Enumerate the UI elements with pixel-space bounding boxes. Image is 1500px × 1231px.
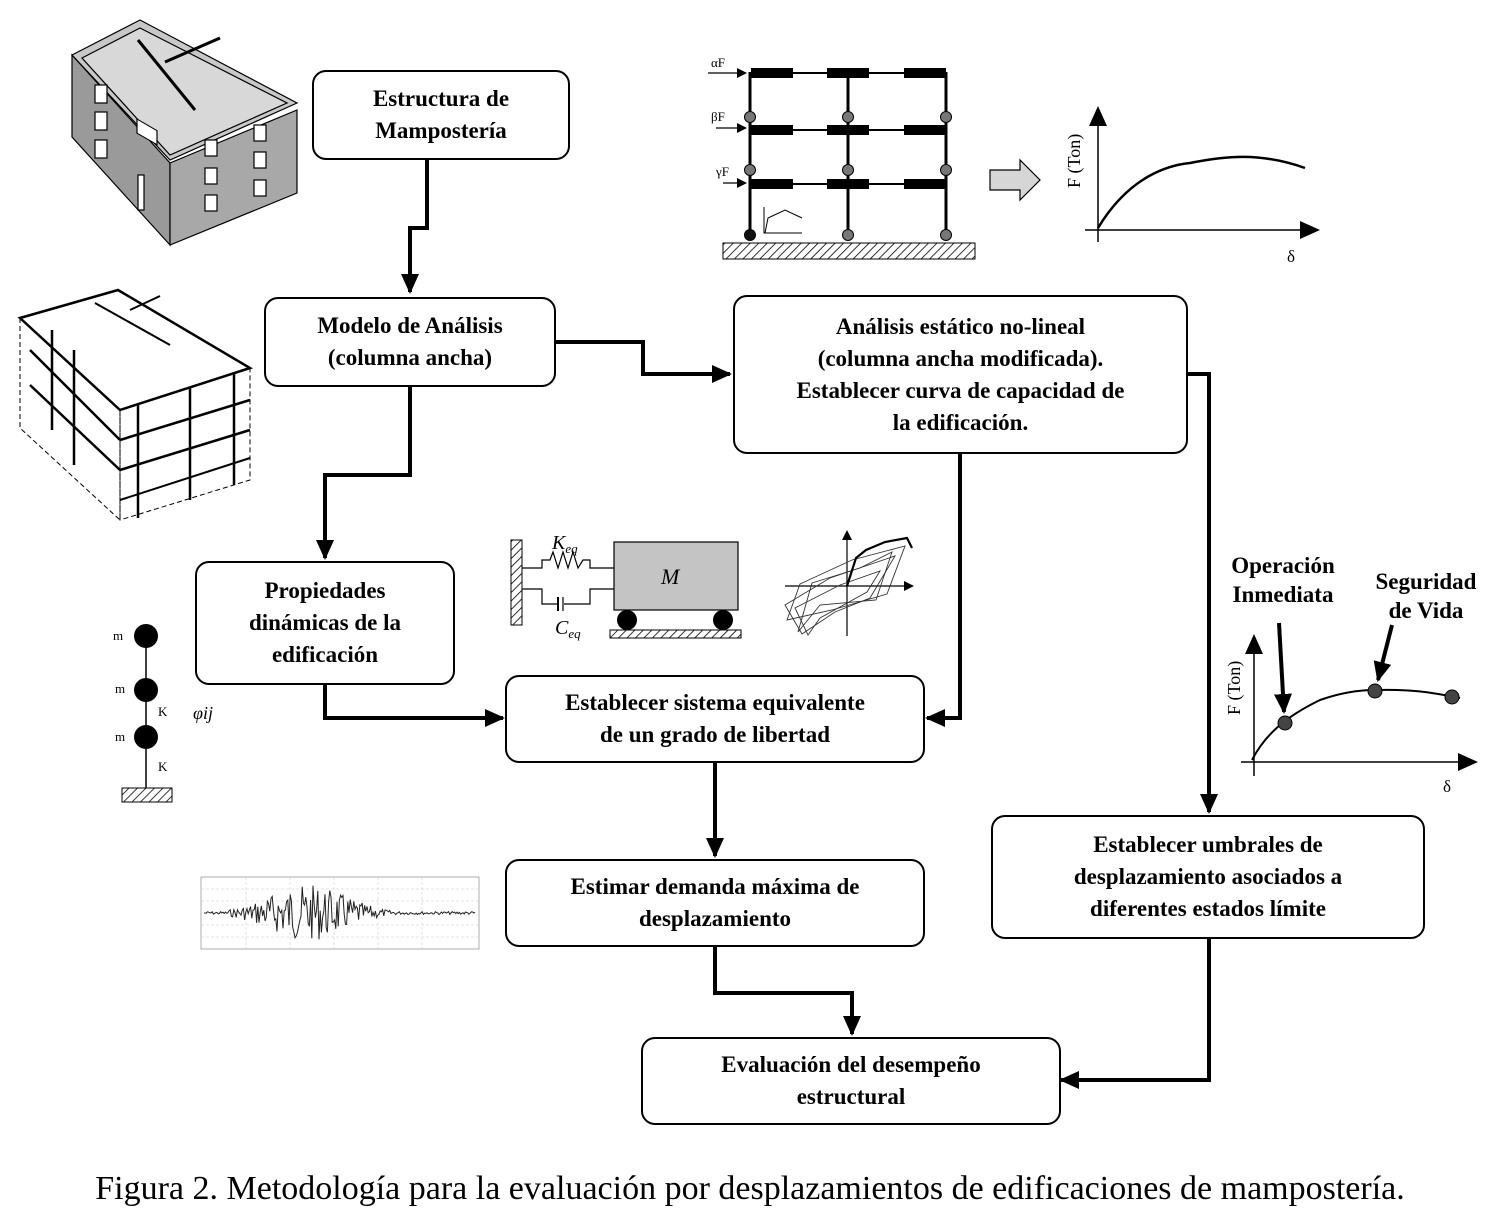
point-operacion-inmediata (1277, 715, 1293, 731)
connectors (316, 160, 1218, 1089)
connector-umbrales-evaluacion (1059, 939, 1211, 1089)
capacity-curve-line (1096, 155, 1306, 229)
point-seguridad-vida (1367, 683, 1383, 699)
sdof-model-illustration: Keq Ceq M (510, 532, 742, 641)
stick-model-illustration: m m m K K φij (113, 624, 213, 803)
damper-label: Ceq (555, 617, 581, 641)
mass-label: M (660, 564, 681, 589)
building-solid-illustration (71, 19, 299, 247)
stiffness-label-2: K (158, 759, 168, 774)
box-modelo-text: Modelo de Análisis (columna ancha) (317, 313, 503, 370)
box-analisis-text: Análisis estático no-lineal (columna anc… (796, 313, 1125, 435)
point-colapso (1444, 689, 1460, 705)
box-umbrales-desplazamiento: Establecer umbrales de desplazamiento as… (991, 815, 1425, 939)
connector-demanda-evaluacion (713, 947, 861, 1036)
load-label-beta: βF (711, 109, 725, 124)
seismic-signal (204, 885, 476, 940)
capacity-curve-chart: F (Ton) δ (1064, 106, 1320, 266)
box-propiedades-dinamicas: Propiedades dinámicas de la edificación (195, 561, 455, 685)
load-label-alpha: αF (711, 55, 725, 70)
mode-shape-label: φij (193, 703, 213, 723)
mass-label-1: m (113, 628, 123, 643)
connector-modelo-propiedades (316, 387, 412, 560)
limit-states-chart: F (Ton) δ (1224, 622, 1478, 796)
box-evaluacion-text: Evaluación del desempeño estructural (721, 1052, 981, 1109)
limit-states-y-label: F (Ton) (1224, 661, 1245, 715)
box-modelo-analisis: Modelo de Análisis (columna ancha) (264, 297, 556, 387)
box-estructura-text: Estructura de Mampostería (372, 86, 510, 143)
building-wireframe-illustration (17, 288, 254, 522)
frame-model-illustration: αF βF γF (708, 55, 976, 260)
hysteresis-illustration (784, 530, 914, 636)
capacity-curve-y-label: F (Ton) (1064, 134, 1085, 188)
limit-states-x-label: δ (1443, 777, 1451, 796)
connector-estructura-modelo (401, 160, 429, 294)
box-demanda-desplazamiento: Estimar demanda máxima de desplazamiento (505, 859, 925, 947)
mass-label-2: m (115, 681, 125, 696)
box-sistema-text: Establecer sistema equivalente de un gra… (565, 690, 865, 747)
figure-caption: Figura 2. Metodología para la evaluación… (95, 1170, 1405, 1207)
box-demanda-text: Estimar demanda máxima de desplazamiento (570, 874, 860, 931)
mass-label-3: m (115, 729, 125, 744)
connector-modelo-analisis (556, 340, 732, 383)
annotation-seguridad-vida: Seguridad de Vida (1375, 569, 1477, 623)
box-analisis-estatico: Análisis estático no-lineal (columna anc… (733, 295, 1188, 454)
load-label-gamma: γF (715, 164, 729, 179)
frame-base-hatch (722, 242, 976, 260)
box-sistema-equivalente: Establecer sistema equivalente de un gra… (505, 675, 925, 763)
seismic-record-illustration (200, 876, 480, 950)
limit-states-curve (1251, 688, 1461, 761)
box-umbrales-text: Establecer umbrales de desplazamiento as… (1073, 832, 1343, 921)
annotation-operacion-inmediata: Operación Inmediata (1231, 553, 1335, 607)
block-arrow-icon (989, 158, 1041, 202)
connector-analisis-umbrales (1188, 372, 1218, 814)
box-estructura-mamposteria: Estructura de Mampostería (312, 70, 570, 160)
capacity-curve-x-label: δ (1287, 247, 1295, 266)
box-evaluacion-desempeno: Evaluación del desempeño estructural (641, 1037, 1061, 1125)
box-propiedades-text: Propiedades dinámicas de la edificación (248, 578, 402, 667)
stiffness-label-1: K (158, 704, 168, 719)
connector-analisis-sistema (925, 454, 962, 727)
mass-block (613, 541, 739, 611)
spring-label: Keq (551, 532, 578, 556)
connector-propiedades-sistema (323, 685, 505, 727)
